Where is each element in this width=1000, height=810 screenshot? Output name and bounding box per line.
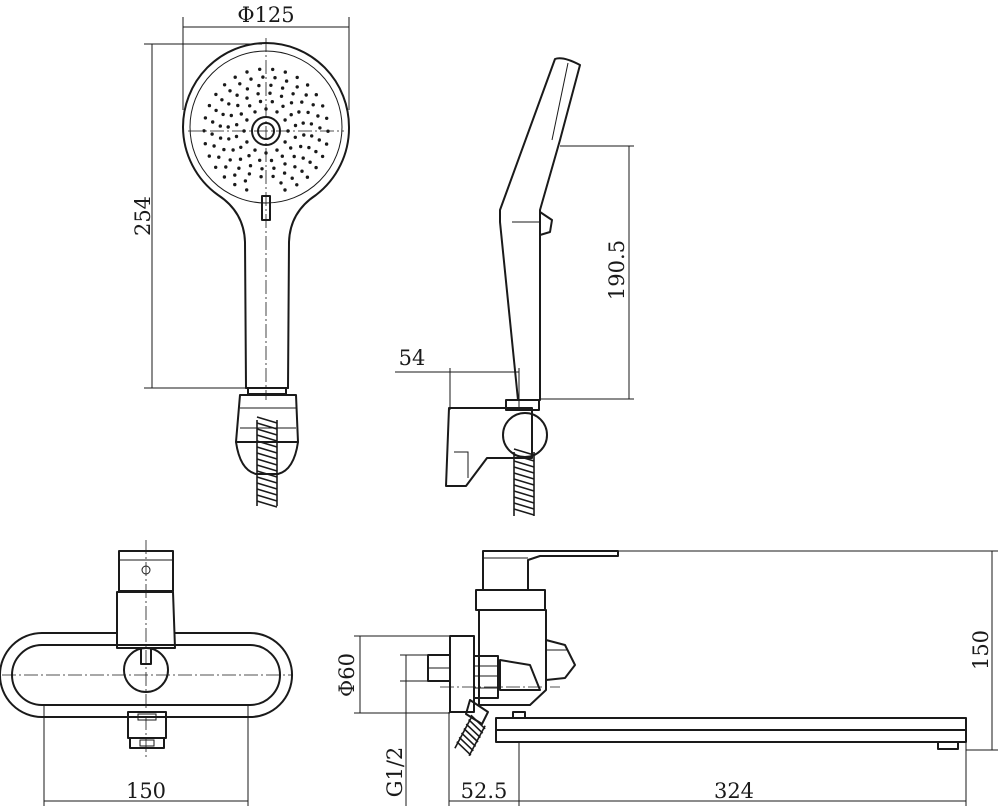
dim-flange-diameter: Φ60: [335, 635, 450, 714]
dim-mixer-width: 150: [43, 705, 249, 806]
dim-side-height-label: 190.5: [605, 240, 629, 300]
dim-head-diameter: Φ125: [182, 3, 350, 110]
dim-shower-length-label: 254: [131, 196, 155, 236]
dim-shower-length: 254: [131, 43, 262, 389]
hose-front: [256, 416, 278, 508]
dim-spout-length-label: 324: [714, 779, 754, 803]
hose-side: [513, 448, 535, 516]
dim-mixer-width-label: 150: [126, 779, 166, 803]
dim-thread-label: G1/2: [383, 747, 407, 798]
mixer-side-view: [427, 550, 967, 757]
dim-side-height: 190.5: [540, 145, 634, 400]
dim-mixer-height-label: 150: [969, 630, 993, 670]
dim-holder-offset: 54: [395, 346, 520, 410]
shower-head-front-view: [182, 38, 351, 508]
nozzle-pattern: [202, 67, 330, 192]
dim-holder-offset-label: 54: [399, 346, 426, 370]
hose-bottom: [454, 714, 486, 757]
mixer-front-view: [0, 540, 293, 760]
dim-thread: G1/2: [383, 654, 428, 806]
shower-head-side-view: [445, 57, 581, 516]
dim-head-diameter-label: Φ125: [237, 3, 294, 27]
dim-spout: 52.5 324: [448, 712, 967, 806]
dim-flange-diameter-label: Φ60: [335, 653, 359, 697]
dim-mixer-height: 150: [618, 550, 998, 751]
dim-wall-offset-label: 52.5: [461, 779, 508, 803]
